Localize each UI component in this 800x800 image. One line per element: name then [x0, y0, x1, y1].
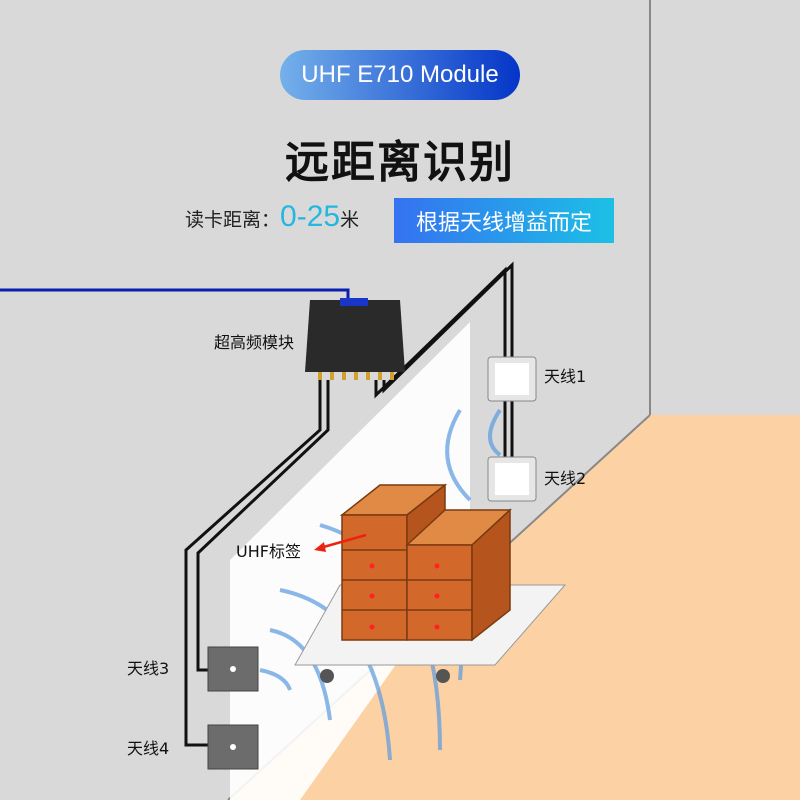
gain-note: 根据天线增益而定: [394, 198, 614, 243]
module-label: 超高频模块: [214, 333, 294, 352]
antenna-1: [487, 356, 537, 402]
arrow-head: [314, 542, 326, 552]
tag-label: UHF标签: [236, 542, 301, 561]
blue-cable: [0, 288, 350, 302]
uhf-module: [305, 298, 405, 380]
distance-unit: 米: [340, 209, 360, 231]
antenna-4: [207, 724, 259, 770]
antenna-1-label: 天线1: [544, 367, 586, 386]
distance-value: 0-25: [280, 200, 341, 233]
antenna-3: [207, 646, 259, 692]
read-distance: 读卡距离： 0-25 米: [185, 200, 359, 234]
distance-label: 读卡距离：: [185, 209, 281, 231]
antenna-4-label: 天线4: [127, 739, 169, 758]
tag-arrow: [319, 533, 367, 550]
antenna-2-label: 天线2: [544, 469, 586, 488]
antenna-2: [487, 456, 537, 502]
antenna-3-label: 天线3: [127, 659, 169, 678]
page-title: 远距离识别: [285, 137, 515, 188]
module-badge: UHF E710 Module: [280, 50, 520, 100]
cargo-boxes: [339, 483, 512, 642]
